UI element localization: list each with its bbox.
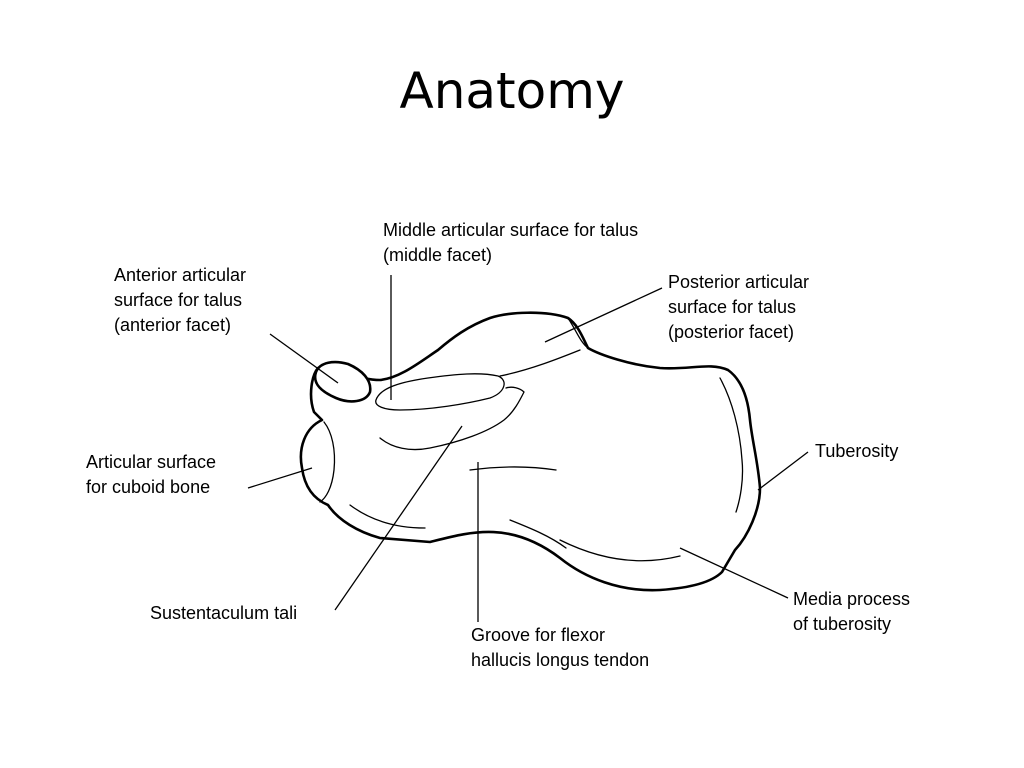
leader-anterior-articular xyxy=(269,333,339,384)
leader-cuboid-surface xyxy=(247,467,313,489)
anterior-facet-outline xyxy=(313,360,372,403)
medial-process-line xyxy=(559,539,681,562)
groove-lower-line xyxy=(509,519,567,549)
label-anterior-articular: Anterior articular surface for talus (an… xyxy=(114,265,251,335)
middle-facet-outline xyxy=(375,373,505,411)
label-sustentaculum: Sustentaculum tali xyxy=(150,603,297,623)
label-cuboid-surface: Articular surface for cuboid bone xyxy=(86,452,221,497)
label-middle-articular: Middle articular surface for talus (midd… xyxy=(383,220,643,265)
groove-contour-line xyxy=(469,466,557,471)
label-tuberosity: Tuberosity xyxy=(815,441,898,461)
leader-tuberosity xyxy=(757,451,809,491)
slide-title: Anatomy xyxy=(399,62,625,120)
label-posterior-articular: Posterior articular surface for talus (p… xyxy=(668,272,814,342)
cuboid-surface-outline xyxy=(319,421,336,503)
calcaneus-bone-outline xyxy=(299,311,762,592)
leader-sustentaculum xyxy=(334,425,463,611)
tuberosity-inner-line xyxy=(719,377,744,513)
label-groove-flexor: Groove for flexor hallucis longus tendon xyxy=(471,625,649,670)
lower-contour-line xyxy=(349,504,426,529)
label-medial-process: Media process of tuberosity xyxy=(793,589,915,634)
leader-medial-process xyxy=(679,547,789,599)
posterior-facet-ridge xyxy=(567,317,589,349)
leader-posterior-articular xyxy=(544,287,663,343)
sustentaculum-outline xyxy=(379,386,525,451)
upper-contour-line xyxy=(499,349,581,377)
